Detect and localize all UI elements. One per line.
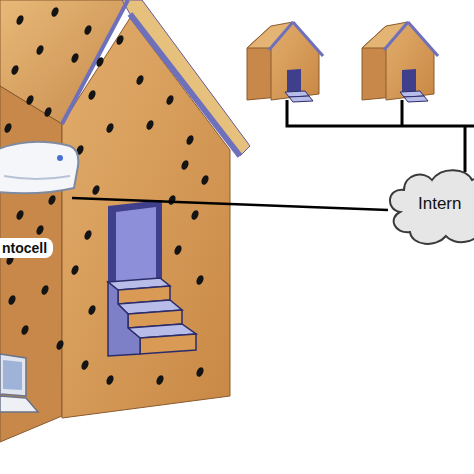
signal-dot: [115, 34, 125, 46]
signal-dot: [43, 106, 53, 118]
device-label: ntocell: [0, 238, 53, 258]
signal-dot: [87, 89, 97, 101]
signal-dot: [195, 366, 205, 378]
small-house: [247, 22, 323, 102]
signal-dot: [15, 209, 25, 221]
signal-dot: [185, 134, 195, 146]
signal-dot: [70, 264, 80, 276]
signal-dot: [95, 56, 105, 68]
signal-dot: [145, 119, 155, 131]
signal-dot: [55, 339, 65, 351]
signal-dot: [35, 44, 45, 56]
signal-dot: [70, 52, 80, 64]
network-link: [72, 198, 388, 210]
femtocell-node: ntocell: [0, 140, 72, 264]
signal-dot: [15, 14, 25, 26]
signal-dot: [83, 24, 93, 36]
signal-dot: [155, 374, 165, 386]
signal-dot: [50, 6, 60, 18]
signal-dot: [25, 94, 35, 106]
signal-dot: [40, 284, 50, 296]
signal-dot: [135, 74, 145, 86]
signal-dot: [167, 194, 177, 206]
signal-dot: [165, 94, 175, 106]
signal-dot: [80, 359, 90, 371]
signal-dot: [83, 229, 93, 241]
signal-dot: [35, 224, 45, 236]
signal-dot: [10, 64, 20, 76]
signal-dot: [87, 304, 97, 316]
signal-dot: [91, 184, 101, 196]
femtocell-device: [0, 142, 78, 194]
signal-dot: [190, 209, 200, 221]
signal-dot: [7, 294, 17, 306]
network-wires: [287, 100, 474, 172]
signal-dot: [180, 159, 190, 171]
signal-dot: [105, 374, 115, 386]
signal-dot: [105, 122, 115, 134]
signal-dot: [47, 194, 57, 206]
neighbour-houses: [247, 22, 438, 102]
signal-dot: [200, 174, 210, 186]
signal-dot: [173, 244, 183, 256]
internet-cloud: Intern: [388, 166, 474, 248]
laptop: [0, 354, 38, 412]
signal-dot: [20, 324, 30, 336]
signal-dot: [195, 274, 205, 286]
small-house: [362, 22, 438, 102]
cloud-label: Intern: [418, 194, 461, 214]
signal-dot: [3, 122, 13, 134]
signal-dots: [3, 6, 210, 386]
big-house: [0, 0, 250, 442]
